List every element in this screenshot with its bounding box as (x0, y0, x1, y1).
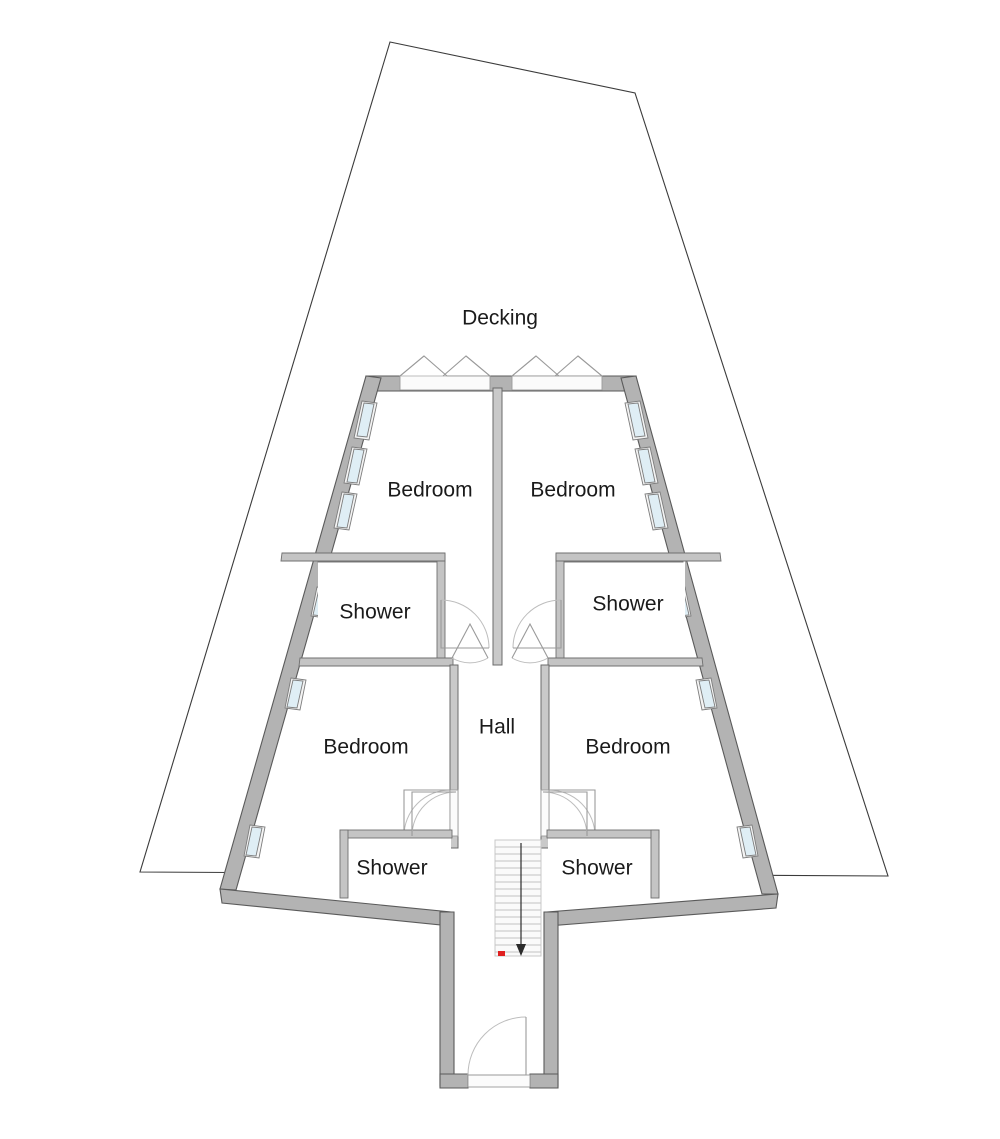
divider-right (555, 552, 722, 562)
wall-corridor-right (543, 911, 559, 1087)
wall-corridor-bottom-r (529, 1073, 559, 1089)
stair-start-marker (498, 951, 505, 956)
stair-body (494, 839, 542, 957)
door-opening-top-right (511, 375, 603, 391)
hall-wall-left (449, 664, 459, 849)
label-shower-bottom-right: Shower (561, 857, 632, 880)
label-bedroom-bottom-right: Bedroom (585, 736, 670, 759)
shower-room-bottom-left (339, 791, 457, 899)
divider-left-lower (298, 657, 454, 667)
hall-doors (403, 789, 596, 837)
door-opening-top-left (399, 375, 491, 391)
label-shower-mid-left: Shower (339, 601, 410, 624)
shower-doors-mid (440, 599, 562, 664)
wall-corridor-left (439, 911, 455, 1087)
room-labels: Decking Bedroom Bedroom Shower Shower Be… (323, 307, 670, 880)
shower-room-bottom-right (542, 791, 660, 899)
spine-wall (492, 387, 503, 666)
label-decking: Decking (462, 307, 538, 330)
label-shower-bottom-left: Shower (356, 857, 427, 880)
entrance-door-threshold (467, 1074, 531, 1088)
label-hall: Hall (479, 716, 515, 739)
arrow-down-head-icon (516, 944, 526, 956)
label-bedroom-bottom-left: Bedroom (323, 736, 408, 759)
label-shower-mid-right: Shower (592, 593, 663, 616)
wall-bottom-right (546, 893, 779, 927)
main-entrance-door[interactable] (467, 1016, 527, 1076)
stair-treads (495, 846, 541, 953)
label-bedroom-top-right: Bedroom (530, 479, 615, 502)
hall-wall-right (540, 664, 550, 849)
wall-corridor-bottom-l (439, 1073, 469, 1089)
french-doors-top (399, 355, 603, 391)
hall-walls (449, 664, 550, 849)
staircase[interactable] (494, 839, 542, 957)
divider-left (280, 552, 446, 562)
divider-right-lower (547, 657, 704, 667)
label-bedroom-top-left: Bedroom (387, 479, 472, 502)
